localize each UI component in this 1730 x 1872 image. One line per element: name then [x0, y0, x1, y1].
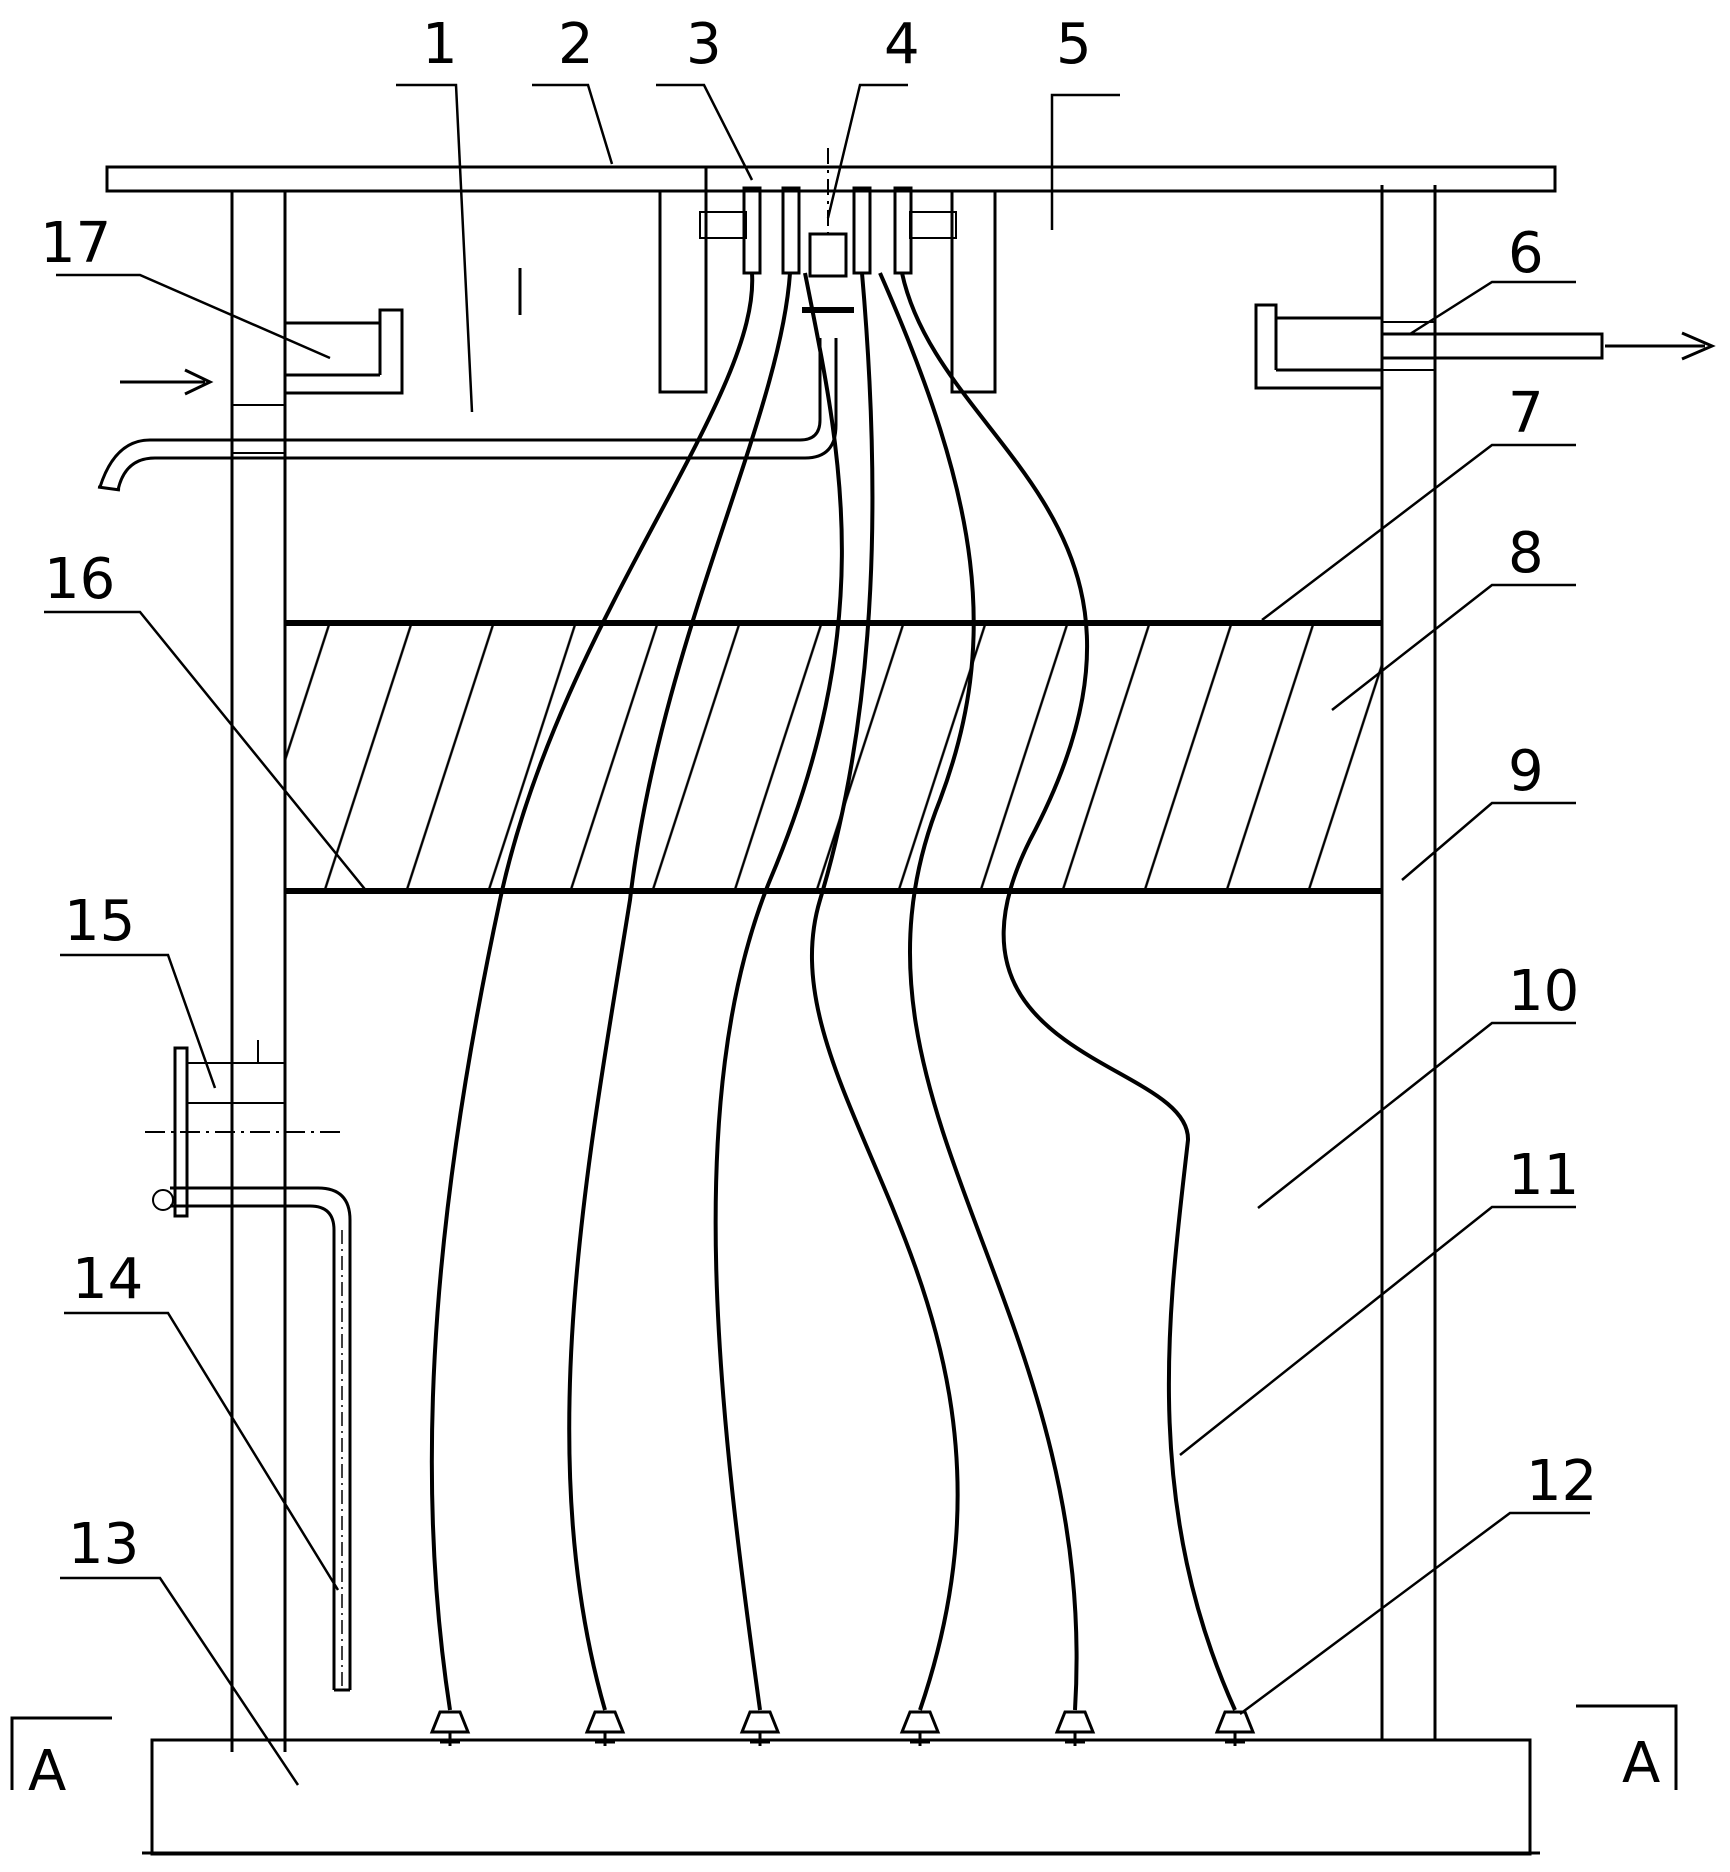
label-15: 15 [64, 889, 135, 954]
part-labels: 1 2 3 4 5 6 7 8 9 10 11 12 13 14 15 16 1… [40, 12, 1597, 1577]
base-tank [150, 1738, 1532, 1856]
section-mark-right: A [1576, 1704, 1678, 1796]
label-8: 8 [1508, 521, 1544, 586]
label-17: 17 [40, 211, 111, 276]
left-bracket [285, 308, 404, 395]
right-column [1380, 185, 1437, 1740]
hoses [429, 272, 1237, 1711]
inlet-pipe [97, 148, 854, 492]
label-13: 13 [68, 1512, 139, 1577]
hose-1 [429, 272, 755, 1711]
section-mark-left-label: A [28, 1739, 66, 1804]
right-bracket [1254, 303, 1382, 390]
hose-5 [878, 272, 1079, 1711]
outlet-pipe [1380, 321, 1716, 371]
label-7: 7 [1508, 381, 1544, 446]
label-16: 16 [44, 547, 115, 612]
label-6: 6 [1508, 221, 1544, 286]
hose-2 [567, 272, 792, 1711]
label-2: 2 [558, 12, 594, 77]
top-plate [105, 165, 1557, 193]
drain-pipe [170, 1186, 352, 1692]
label-1: 1 [422, 12, 458, 77]
label-12: 12 [1526, 1449, 1597, 1514]
center-bracket [658, 168, 997, 394]
label-11: 11 [1508, 1143, 1579, 1208]
hose-3 [713, 272, 844, 1711]
leader-lines [44, 83, 1590, 1786]
label-9: 9 [1508, 739, 1544, 804]
label-10: 10 [1508, 959, 1579, 1024]
label-4: 4 [884, 12, 920, 77]
inlet-arrow [120, 368, 214, 396]
hose-clamps [699, 186, 957, 275]
valve [145, 1040, 345, 1218]
label-5: 5 [1056, 12, 1092, 77]
hose-4 [809, 272, 960, 1711]
section-mark-right-label: A [1622, 1731, 1660, 1796]
section-mark-left: A [10, 1716, 112, 1804]
left-column [230, 191, 287, 1752]
label-14: 14 [72, 1247, 143, 1312]
hose-6 [900, 272, 1237, 1711]
label-3: 3 [686, 12, 722, 77]
